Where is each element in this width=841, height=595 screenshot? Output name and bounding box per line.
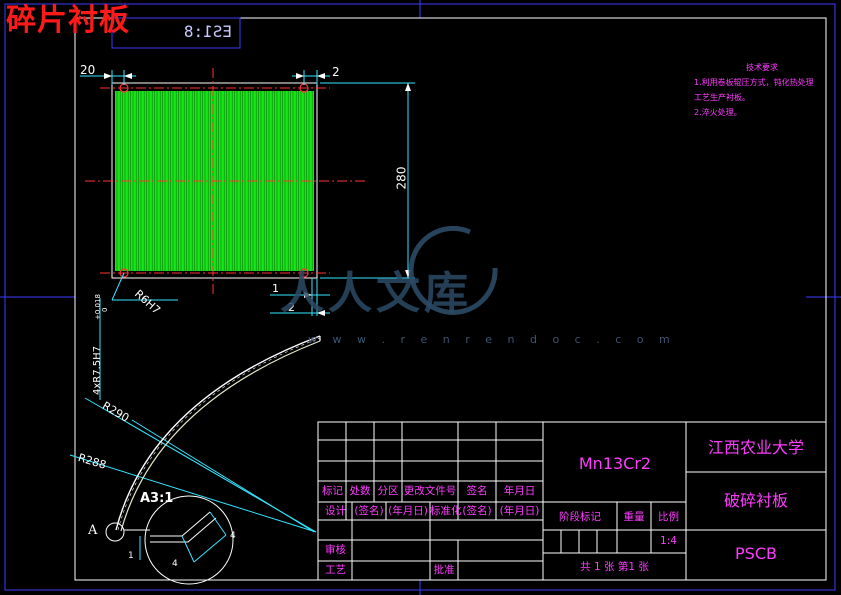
watermark-logo xyxy=(408,225,498,315)
detail-dim-c: 1 xyxy=(128,551,134,561)
drawing-code: PSCB xyxy=(735,544,777,563)
detail-view xyxy=(139,495,234,585)
dim-left-offset: 20 xyxy=(80,63,96,77)
curved-profile xyxy=(115,335,321,532)
row-standard: 标准化 xyxy=(430,505,462,517)
dim-height: 280 xyxy=(394,166,409,190)
stage-label: 阶段标记 xyxy=(559,511,601,523)
tech-item-1: 1.利用卷板辊压方式，钝化热处理 xyxy=(694,78,814,87)
stamp-box xyxy=(111,17,241,49)
row-standard-sign: (签名) xyxy=(462,505,492,517)
dim-bottom-2: 2 xyxy=(288,301,295,314)
watermark-url: w w w . r e n r e n d o c . c o m xyxy=(308,333,676,346)
row-design: 设计 xyxy=(325,505,346,517)
title-block-grid xyxy=(317,421,827,581)
technical-requirements: 技术要求 1.利用卷板辊压方式，钝化热处理 工艺生产衬板。 2.淬火处理。 xyxy=(694,60,814,120)
hdr-count: 处数 xyxy=(349,485,371,497)
part-name: 破碎衬板 xyxy=(723,491,788,510)
hdr-mark: 标记 xyxy=(322,485,343,497)
row-standard-date: (年月日) xyxy=(499,505,540,517)
drawing-title: 碎片衬板 xyxy=(6,3,130,38)
material: Mn13Cr2 xyxy=(578,454,652,473)
weight-label: 重量 xyxy=(623,511,645,523)
detail-dim-a: 4 xyxy=(230,531,236,541)
hdr-change-doc: 更改文件号 xyxy=(403,485,457,497)
dim-right-offset: 2 xyxy=(332,65,340,79)
scale-value: 1:4 xyxy=(660,535,677,547)
tech-item-2: 工艺生产衬板。 xyxy=(694,93,750,102)
scale-label: 比例 xyxy=(658,511,679,523)
review-label: 审核 xyxy=(325,544,346,556)
school-name: 江西农业大学 xyxy=(707,438,804,457)
view-a-circle xyxy=(105,522,125,542)
detail-label: A3:1 xyxy=(140,491,174,506)
tolerance-lower: 0 xyxy=(101,307,109,312)
row-design-date: (年月日) xyxy=(388,505,428,517)
sheet-info: 共 1 张 第1 张 xyxy=(580,561,649,573)
watermark-brand: 人人文库 xyxy=(280,268,472,319)
reverse-stamp: ES1:8 xyxy=(183,22,232,41)
hdr-sign: 签名 xyxy=(466,485,488,497)
process-label: 工艺 xyxy=(325,564,346,576)
hole-pattern: 4xR7.5H7 xyxy=(92,345,103,395)
hdr-zone: 分区 xyxy=(377,485,399,497)
detail-dim-b: 4 xyxy=(172,559,178,569)
row-design-sign: (签名) xyxy=(354,505,384,517)
hdr-date: 年月日 xyxy=(503,485,536,497)
view-marker: A xyxy=(88,523,98,538)
tech-item-3: 2.淬火处理。 xyxy=(694,108,742,117)
tech-heading: 技术要求 xyxy=(746,63,778,72)
approve-label: 批准 xyxy=(433,564,455,576)
dim-bottom-1: 1 xyxy=(272,282,279,295)
